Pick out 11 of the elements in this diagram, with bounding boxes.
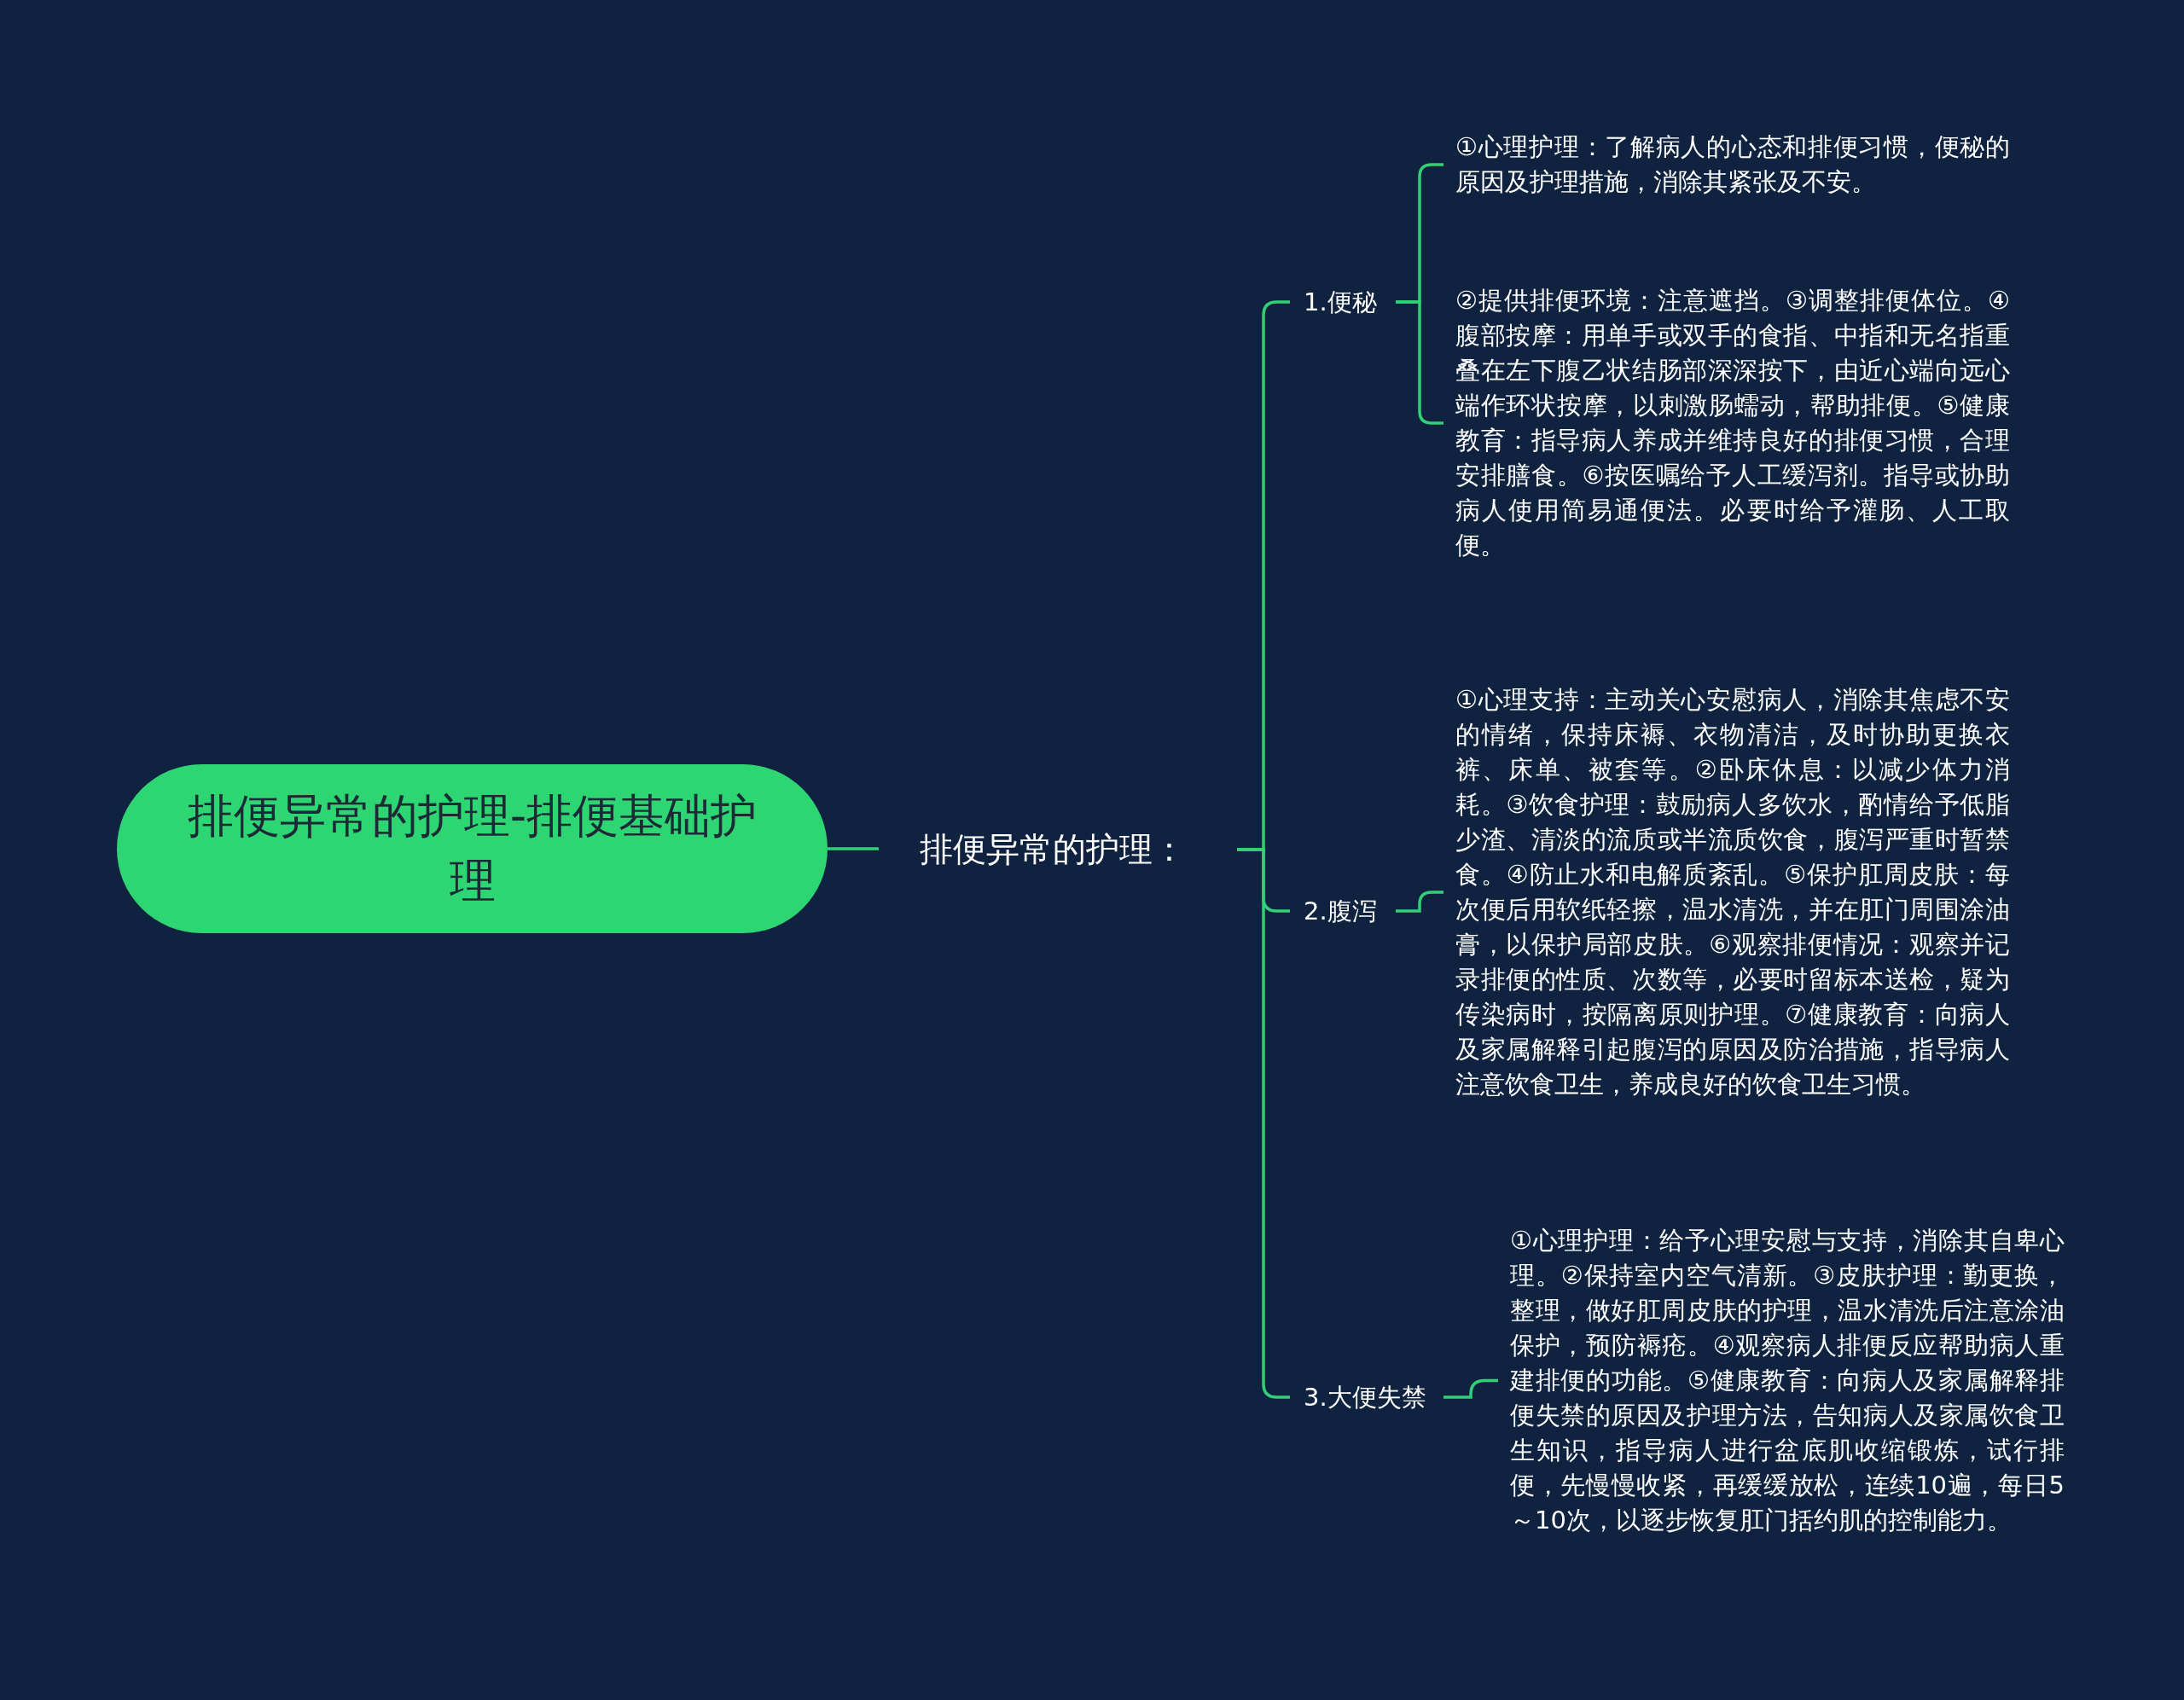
subtopic-label: 2.腹泻: [1290, 894, 1396, 928]
note-text: ①心理支持：主动关心安慰病人，消除其焦虑不安的情绪，保持床褥、衣物清洁，及时协助更换衣裤、床单、被套等。②卧床休息：以减少体力消耗。③饮食护理：鼓励病人多饮水，酌情给予低脂少渣、清淡的流质或半流质饮食，腹泻严重时暂禁食。④防止水和电解质紊乱。⑤保护肛周皮肤：每次便后用软纸轻擦，温水清洗，并在肛门周围涂油膏，以保护局部皮肤。⑥观察排便情况：观察并记录排便的性质、次数等，必要时留标本送检，疑为传染病时，按隔离原则护理。⑦健康教育：向病人及家属解释引起腹泻的原因及防治措施，指导病人注意饮食卫生，养成良好的饮食卫生习惯。: [1443, 682, 2010, 1102]
connector-line: [828, 847, 879, 850]
branch-topic: 排便异常的护理：: [879, 829, 1237, 870]
subtopic-label: 3.大便失禁: [1290, 1380, 1443, 1414]
note-text: ①心理护理：给予心理安慰与支持，消除其自卑心理。②保持室内空气清新。③皮肤护理：勤更换，整理，做好肛周皮肤的护理，温水清洗后注意涂油保护，预防褥疮。④观察病人排便反应帮助病人重建排便的功能。⑤健康教育：向病人及家属解释排便失禁的原因及护理方法，告知病人及家属饮食卫生知识，指导病人进行盆底肌收缩锻炼，试行排便，先慢慢收紧，再缓缓放松，连续10遍，每日5～10次，以逐步恢复肛门括约肌的控制能力。: [1498, 1223, 2065, 1538]
connector-line: [1396, 891, 1443, 913]
note-text: ①心理护理：了解病人的心态和排便习惯，便秘的原因及护理措施，消除其紧张及不安。: [1443, 130, 2010, 200]
subtopic-label: 1.便秘: [1290, 285, 1396, 319]
root-topic: 排便异常的护理-排便基础护理: [117, 764, 828, 933]
note-text: ②提供排便环境：注意遮挡。③调整排便体位。④腹部按摩：用单手或双手的食指、中指和无名指重叠在左下腹乙状结肠部深深按下，由近心端向远心端作环状按摩，以刺激肠蠕动，帮助排便。⑤健康教育：指导病人养成并维持良好的排便习惯，合理安排膳食。⑥按医嘱给予人工缓泻剂。指导或协助病人使用简易通便法。必要时给予灌肠、人工取便。: [1443, 283, 2010, 563]
